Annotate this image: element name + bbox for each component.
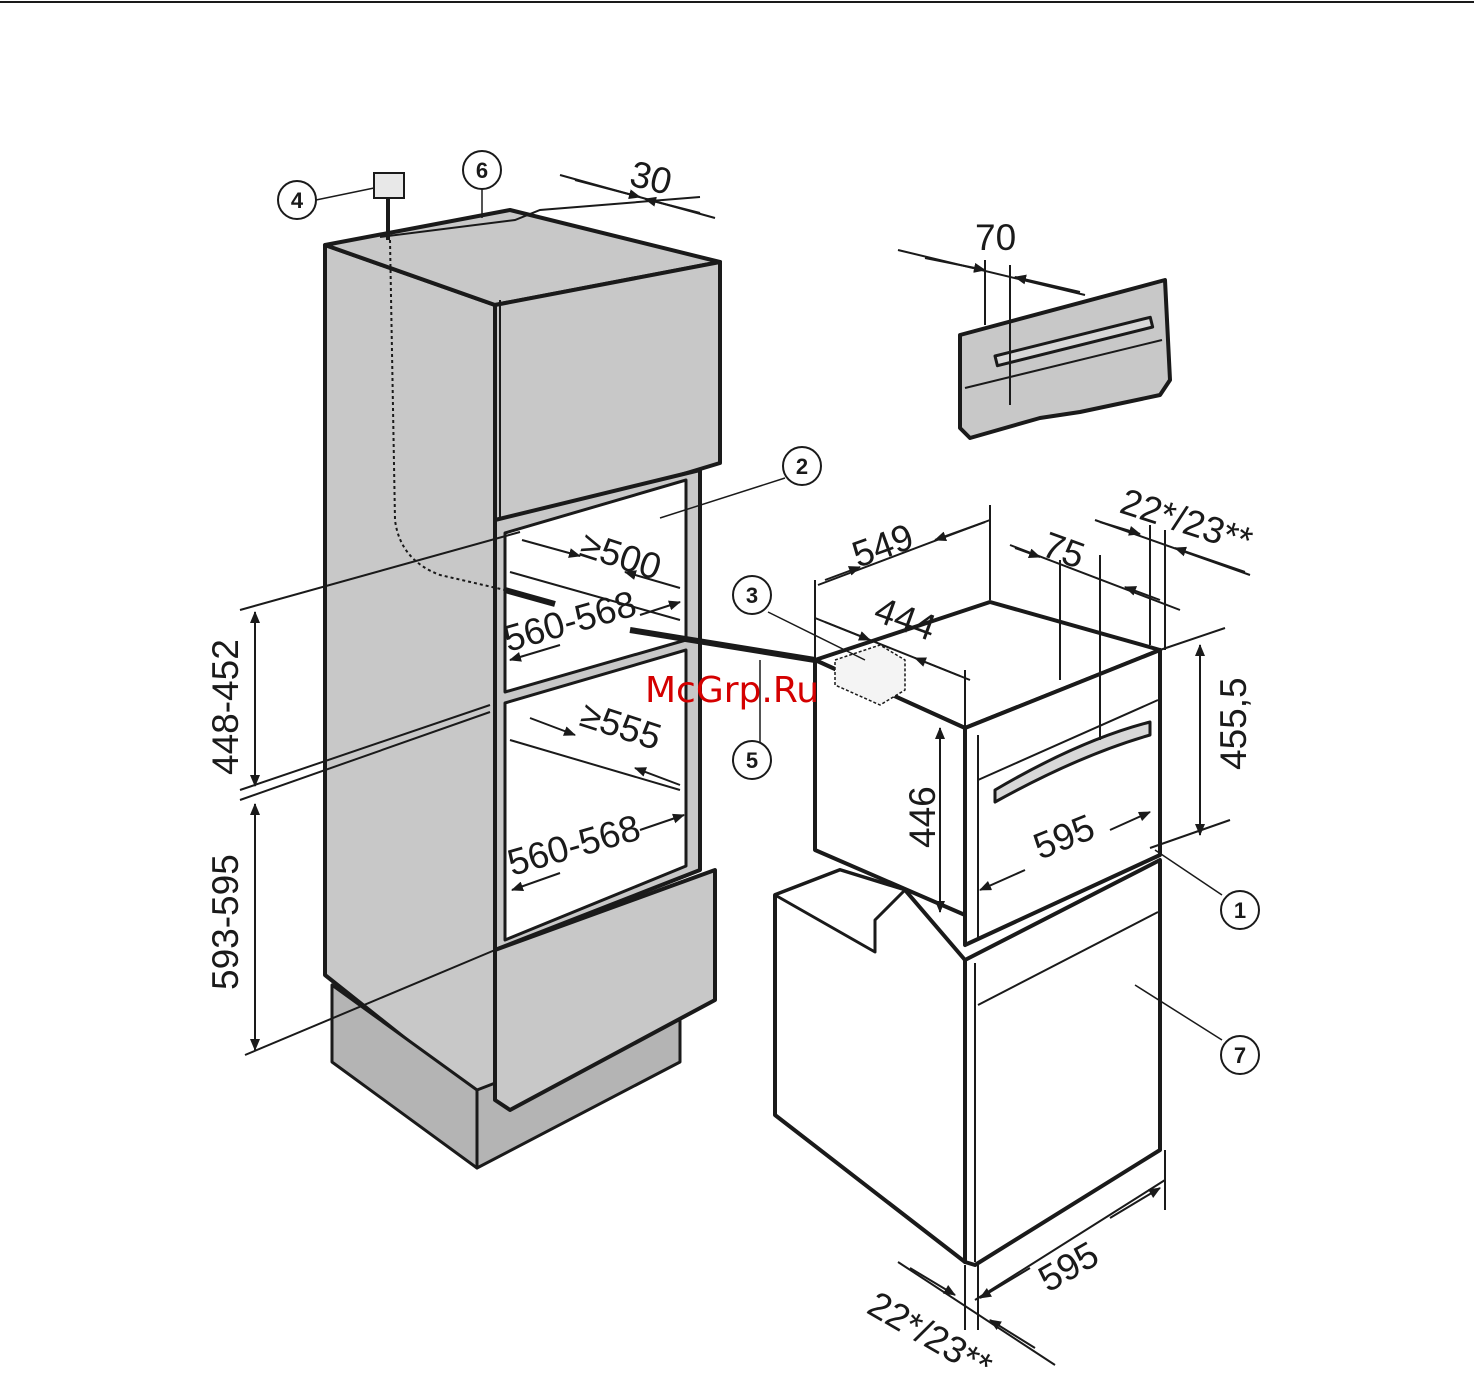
callout-7: 7 [1234,1043,1246,1068]
callout-5: 5 [746,748,758,773]
dim-448-452: 448-452 [205,639,246,775]
callout-3: 3 [746,583,758,608]
watermark: McGrp.Ru [645,670,819,711]
dim-22-23-top: 22*/23** [1116,481,1258,562]
callout-2: 2 [796,454,808,479]
callout-6: 6 [476,158,488,183]
socket-icon [374,173,404,198]
dim-75: 75 [1037,524,1090,577]
callout-4: 4 [291,188,304,213]
dim-593-595: 593-595 [205,854,246,990]
dim-549: 549 [847,516,919,576]
callout-1: 1 [1234,898,1246,923]
cabinet-side-panel [325,245,495,1110]
dim-595-bottom: 595 [1032,1234,1106,1300]
dim-455-5: 455,5 [1213,677,1254,770]
dim-446: 446 [902,786,943,848]
panel-front [960,280,1170,438]
front-panel-detail [960,280,1170,438]
dim-70: 70 [975,217,1016,258]
